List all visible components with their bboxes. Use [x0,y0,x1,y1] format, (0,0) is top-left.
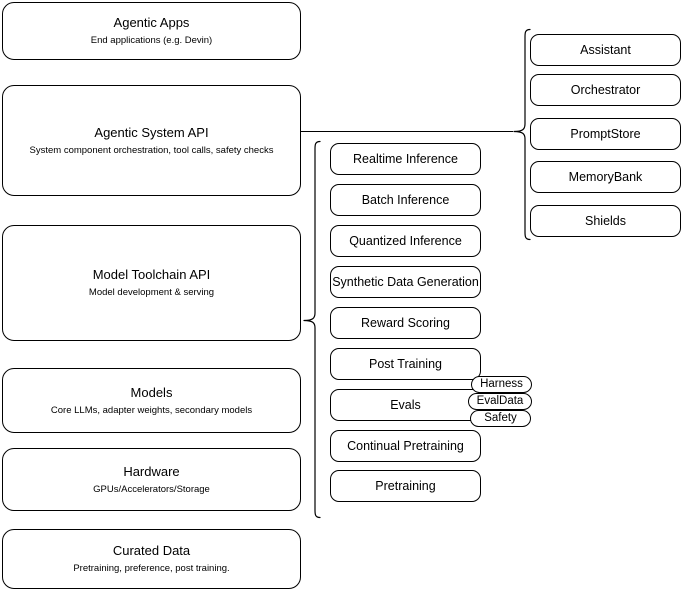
system-component-assistant[interactable]: Assistant [530,34,681,66]
stack-layer-models[interactable]: Models Core LLMs, adapter weights, secon… [2,368,301,433]
brace-toolchain-capabilities [300,140,322,520]
capability-label: Continual Pretraining [347,438,464,453]
eval-tag-harness[interactable]: Harness [471,376,532,393]
stack-layer-agentic-system-api[interactable]: Agentic System API System component orch… [2,85,301,196]
capability-label: Synthetic Data Generation [332,274,479,289]
system-component-memorybank[interactable]: MemoryBank [530,161,681,193]
eval-tag-label: Harness [480,378,523,390]
capability-post-training[interactable]: Post Training [330,348,481,380]
capability-label: Post Training [369,356,442,371]
layer-subtitle: Core LLMs, adapter weights, secondary mo… [50,404,253,416]
capability-label: Batch Inference [361,192,450,207]
capability-label: Reward Scoring [361,315,450,330]
system-component-label: Orchestrator [570,82,641,97]
connector-system-api-to-components [301,120,525,144]
capability-label: Evals [390,397,421,412]
system-component-label: Shields [585,213,626,228]
layer-subtitle: Pretraining, preference, post training. [73,563,230,574]
layer-subtitle: System component orchestration, tool cal… [29,144,274,156]
capability-pretraining[interactable]: Pretraining [330,470,481,502]
stack-layer-curated-data[interactable]: Curated Data Pretraining, preference, po… [2,529,301,589]
eval-tag-safety[interactable]: Safety [470,410,531,427]
capability-label: Realtime Inference [353,151,458,166]
capability-quantized-inference[interactable]: Quantized Inference [330,225,481,257]
capability-reward-scoring[interactable]: Reward Scoring [330,307,481,339]
layer-title: Agentic Apps [113,15,190,30]
capability-realtime-inference[interactable]: Realtime Inference [330,143,481,175]
system-component-shields[interactable]: Shields [530,205,681,237]
capability-label: Quantized Inference [349,233,462,248]
stack-layer-agentic-apps[interactable]: Agentic Apps End applications (e.g. Devi… [2,2,301,60]
capability-continual-pretraining[interactable]: Continual Pretraining [330,430,481,462]
eval-tag-label: EvalData [476,395,524,407]
eval-tag-evaldata[interactable]: EvalData [468,393,532,410]
layer-title: Agentic System API [94,124,209,140]
layer-subtitle: Model development & serving [88,287,215,298]
system-component-label: PromptStore [570,126,641,141]
layer-title: Hardware [123,463,180,479]
system-component-orchestrator[interactable]: Orchestrator [530,74,681,106]
stack-layer-model-toolchain-api[interactable]: Model Toolchain API Model development & … [2,225,301,341]
layer-subtitle: End applications (e.g. Devin) [90,35,213,46]
system-component-label: Assistant [580,42,631,57]
system-component-label: MemoryBank [568,169,643,184]
capability-label: Pretraining [375,478,436,493]
brace-system-components [512,28,532,242]
stack-layer-hardware[interactable]: Hardware GPUs/Accelerators/Storage [2,448,301,511]
layer-title: Model Toolchain API [92,267,211,282]
layer-subtitle: GPUs/Accelerators/Storage [93,483,210,495]
system-component-promptstore[interactable]: PromptStore [530,118,681,150]
capability-batch-inference[interactable]: Batch Inference [330,184,481,216]
capability-synthetic-data-generation[interactable]: Synthetic Data Generation [330,266,481,298]
layer-title: Models [130,384,173,400]
capability-evals[interactable]: Evals [330,389,481,421]
layer-title: Curated Data [112,543,191,558]
eval-tag-label: Safety [484,412,517,424]
